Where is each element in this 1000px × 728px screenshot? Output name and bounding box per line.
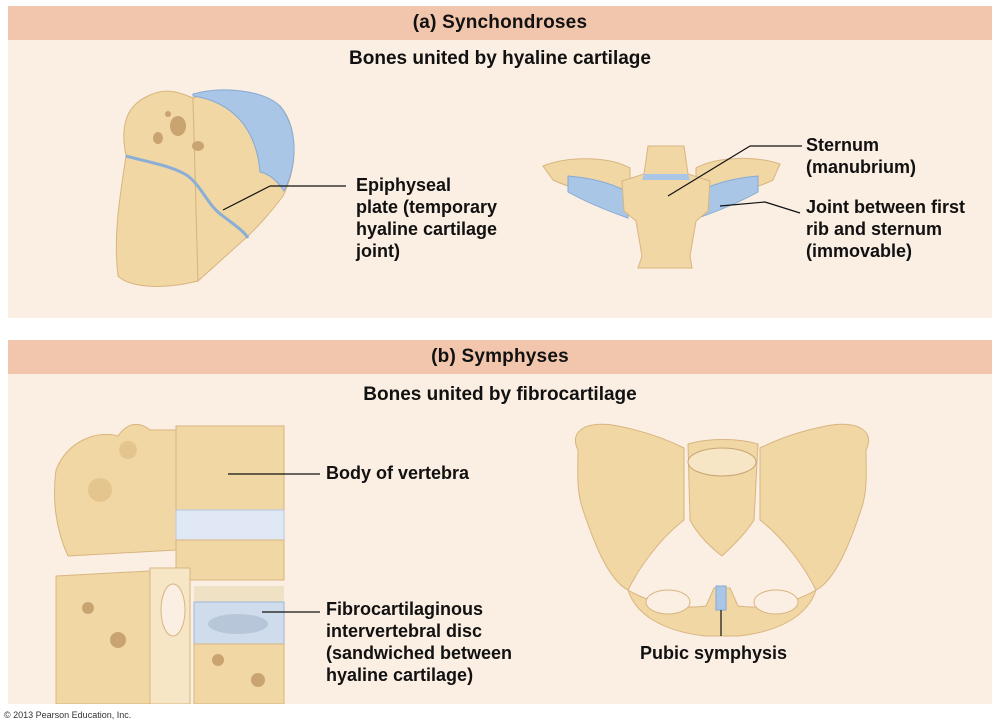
copyright-notice: © 2013 Pearson Education, Inc. bbox=[4, 710, 131, 720]
panel-symphyses: (b) Symphyses Bones united by fibrocarti… bbox=[8, 340, 992, 704]
humerus-illustration bbox=[116, 90, 294, 286]
label-first-rib-joint: Joint between first rib and sternum (imm… bbox=[806, 196, 965, 262]
vertebra-illustration bbox=[55, 424, 285, 704]
label-intervertebral-disc: Fibrocartilaginous intervertebral disc (… bbox=[326, 598, 512, 686]
label-pubic-symphysis: Pubic symphysis bbox=[640, 642, 787, 664]
label-sternum: Sternum (manubrium) bbox=[806, 134, 916, 178]
pelvis-illustration bbox=[575, 424, 868, 636]
sternum-illustration bbox=[543, 146, 780, 268]
panel-synchondroses: (a) Synchondroses Bones united by hyalin… bbox=[8, 6, 992, 318]
label-epiphyseal-plate: Epiphyseal plate (temporary hyaline cart… bbox=[356, 174, 497, 262]
label-body-of-vertebra: Body of vertebra bbox=[326, 462, 469, 484]
